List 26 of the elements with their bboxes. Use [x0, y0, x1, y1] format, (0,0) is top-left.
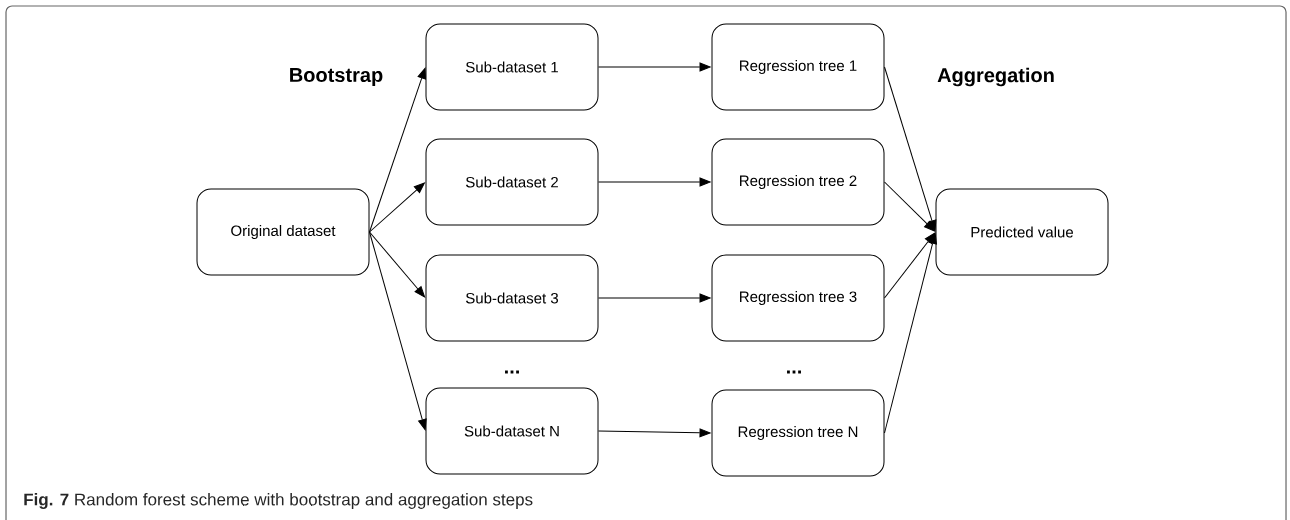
arrow — [369, 67, 426, 233]
arrow — [369, 231, 427, 431]
arrow — [884, 181, 935, 232]
arrow — [598, 293, 711, 303]
ellipsis: ... — [505, 370, 519, 374]
arrow — [369, 182, 425, 233]
figure-caption: Fig. 7 Random forest scheme with bootstrap and aggregation steps — [24, 493, 533, 509]
ellipsis: ... — [787, 370, 801, 374]
process-box: Sub-dataset 2 — [425, 138, 599, 226]
process-box: Regression tree 1 — [711, 23, 885, 111]
step-label: Bootstrap — [290, 68, 383, 86]
arrow — [598, 177, 711, 187]
arrow — [884, 232, 937, 434]
arrow — [598, 428, 711, 438]
process-box: Regression tree N — [711, 389, 885, 477]
process-box: Regression tree 2 — [711, 138, 885, 226]
arrow — [884, 66, 937, 232]
process-box: Sub-dataset 3 — [425, 254, 599, 342]
process-box: Regression tree 3 — [711, 254, 885, 342]
process-box: Sub-dataset 1 — [425, 23, 599, 111]
process-box: Sub-dataset N — [425, 387, 599, 475]
process-box: Predicted value — [935, 188, 1109, 276]
step-label: Aggregation — [937, 67, 1054, 87]
arrow — [598, 62, 711, 72]
process-box: Original dataset — [196, 188, 370, 276]
arrow — [369, 231, 426, 298]
